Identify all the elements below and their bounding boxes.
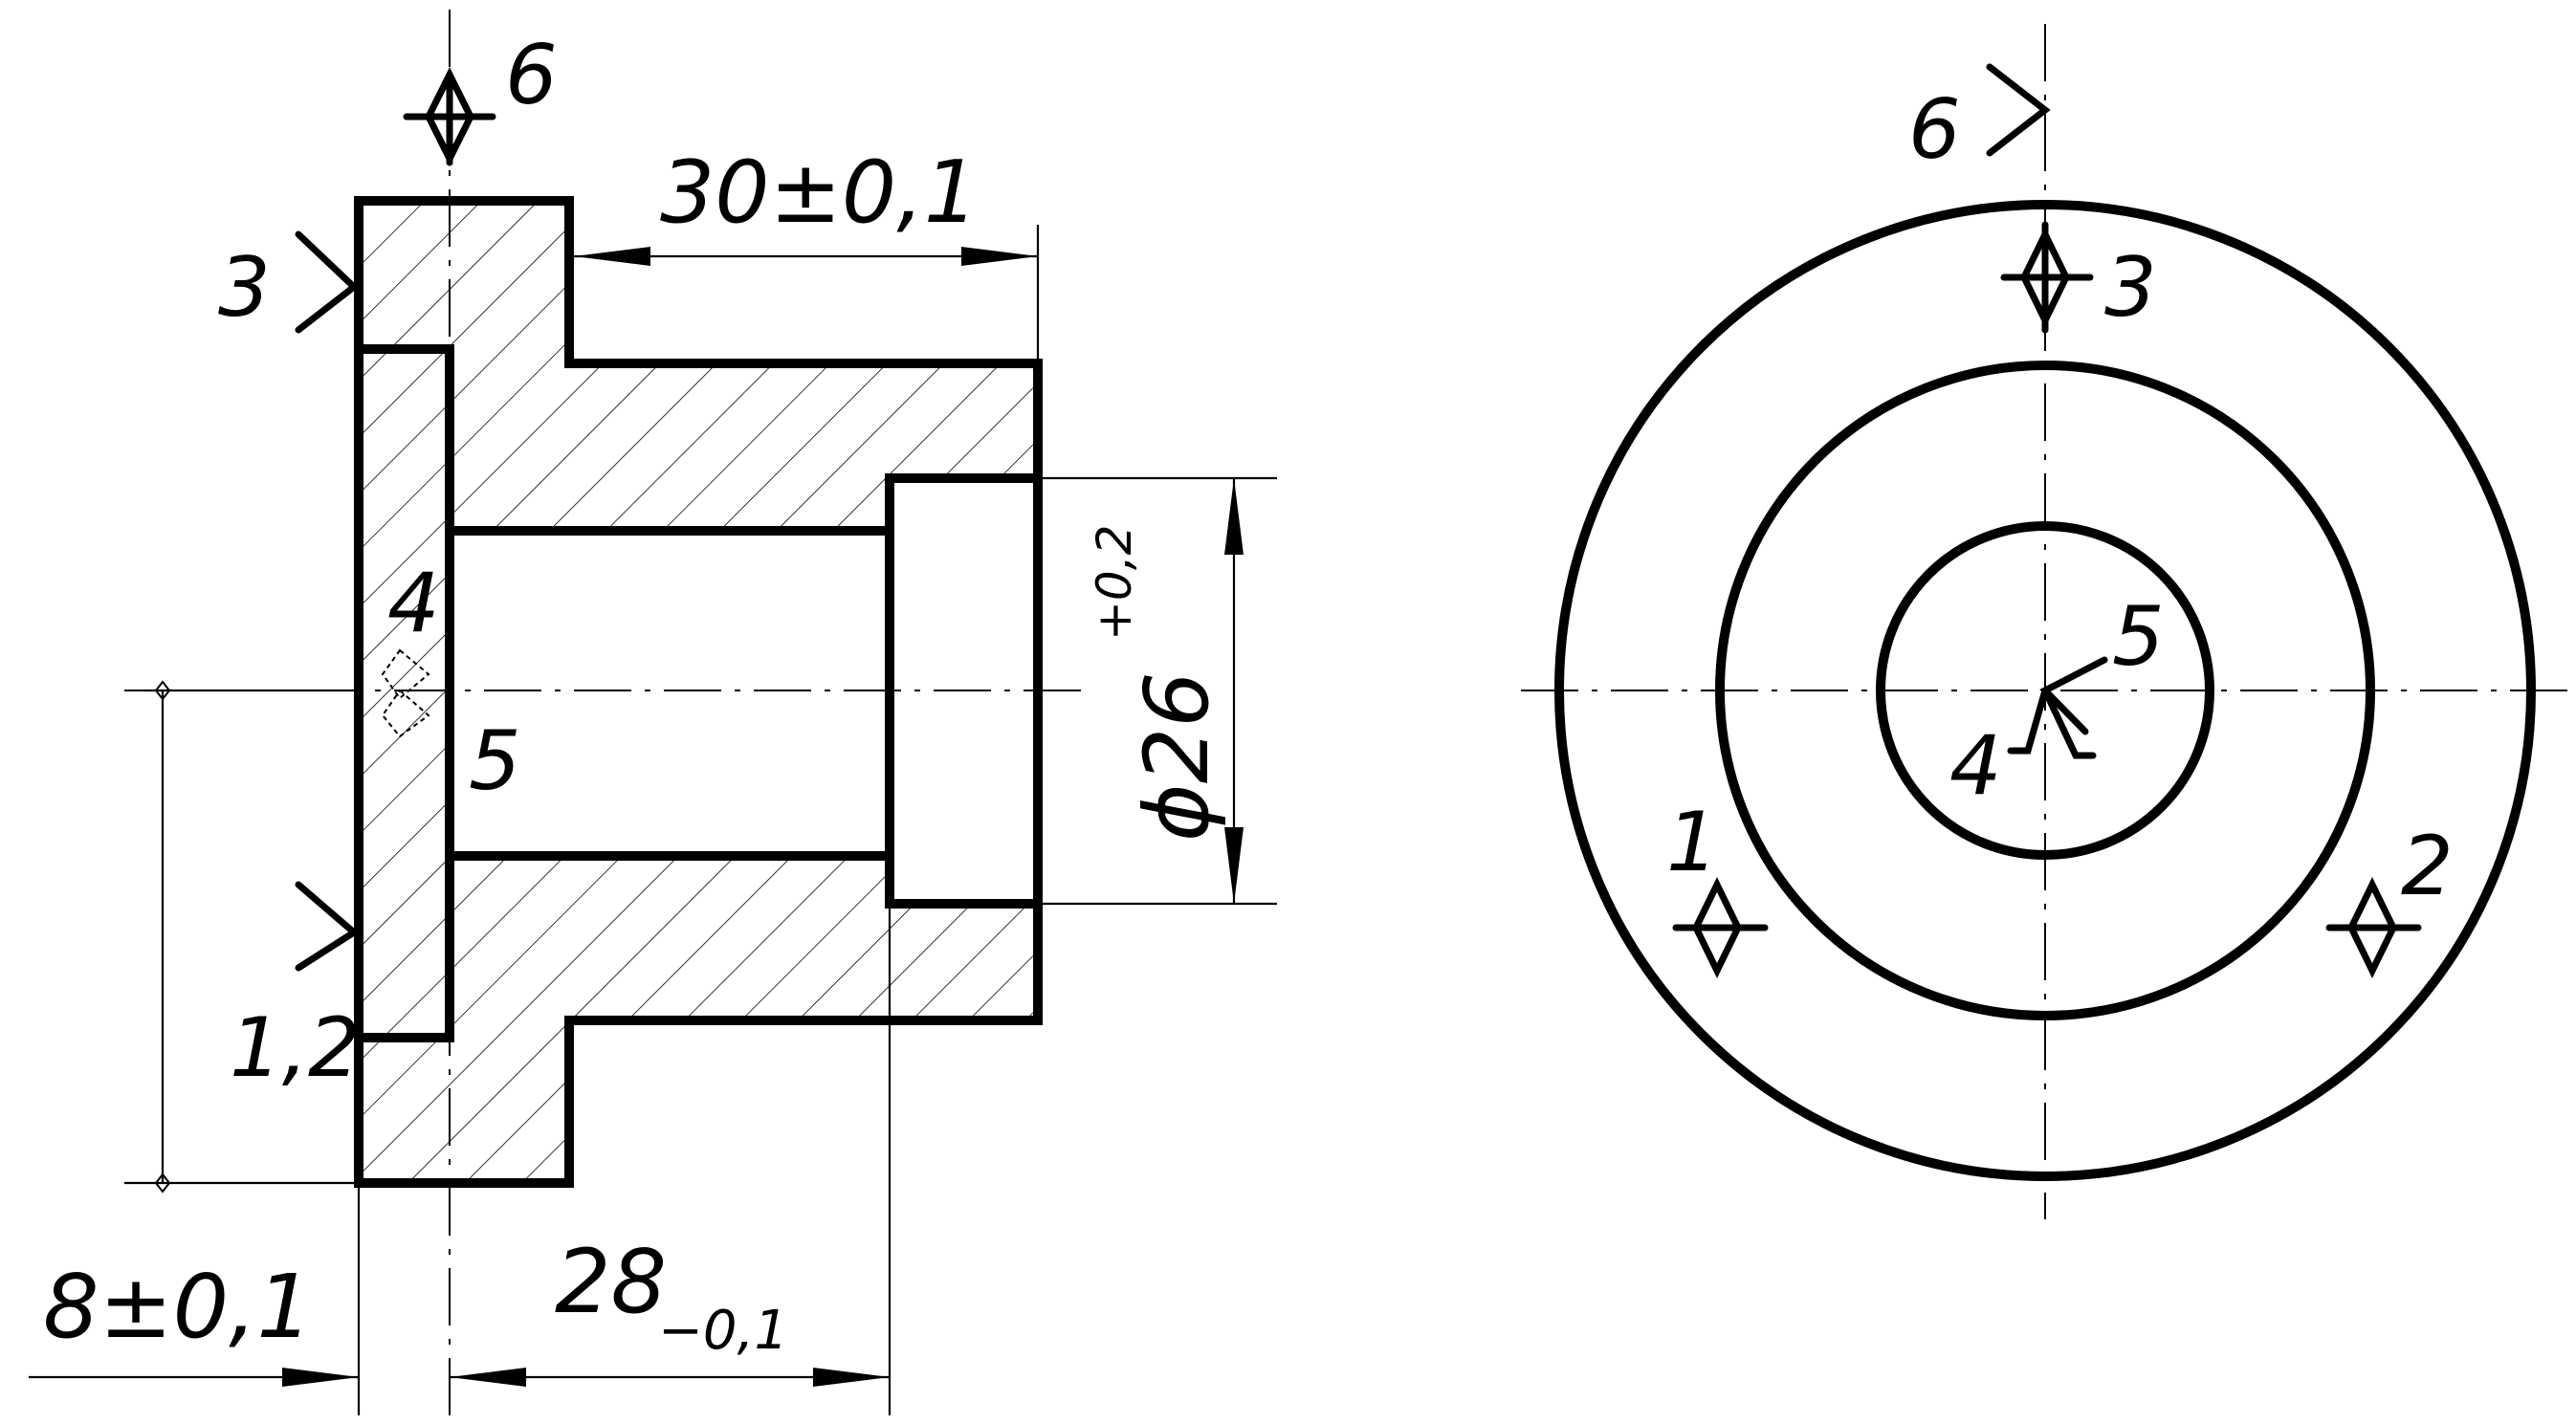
- end-label-3: 3: [2104, 240, 2157, 336]
- dimension-step-length: 30±0,1: [574, 142, 1038, 266]
- dimension-left-height: [154, 680, 171, 1194]
- end-label-1: 1: [1666, 795, 1719, 890]
- end-label-5: 5: [2112, 589, 2165, 685]
- label-flange-face: 3: [218, 240, 271, 336]
- bore-diameter-tolerance: +0,2: [1087, 525, 1142, 641]
- base-symbol-bore: 4 5: [381, 556, 521, 809]
- flange-width-label: 8±0,1: [43, 1256, 313, 1358]
- end-label-4: 4: [1949, 718, 2002, 814]
- end-label-top-datum: 6: [1908, 82, 1961, 178]
- label-top-datum: 6: [505, 28, 558, 123]
- middle-circle: [1715, 361, 2375, 1020]
- hub-length-tolerance: −0,1: [658, 1300, 788, 1362]
- extension-lines: [124, 225, 1277, 1415]
- end-base-symbol-1: 1: [1666, 795, 1769, 978]
- section-view: 30±0,1 ϕ26 +0,2 8±0,1 28 −0,1: [29, 10, 1277, 1420]
- dimension-step-length-label: 30±0,1: [660, 142, 979, 243]
- section-hatching: [359, 201, 1038, 1183]
- end-view: 6 3 5 4 1 2: [1521, 24, 2573, 1219]
- label-lower-support: 1,2: [230, 1000, 361, 1096]
- base-symbol-flange-face: 3: [218, 230, 360, 336]
- inner-circle: [1876, 521, 2214, 860]
- outer-circle: [1554, 200, 2536, 1181]
- dimension-bore-diameter: ϕ26 +0,2: [1087, 478, 1244, 904]
- label-bore-upper: 4: [387, 556, 440, 651]
- base-symbol-top-datum: 6: [403, 28, 558, 166]
- base-symbol-lower-support: 1,2: [230, 881, 361, 1096]
- end-label-2: 2: [2401, 819, 2454, 914]
- end-base-symbol-2: 2: [2325, 819, 2454, 978]
- dimension-bottom: 8±0,1 28 −0,1: [29, 1231, 890, 1387]
- end-base-symbol-3: 3: [2000, 221, 2157, 336]
- end-base-symbol-top: 6: [1908, 63, 2051, 178]
- bore-diameter-label: ϕ26: [1126, 671, 1228, 842]
- hub-length-label: 28: [555, 1231, 667, 1333]
- end-base-symbol-center: 5 4: [1949, 589, 2165, 814]
- label-bore-lower: 5: [469, 713, 521, 809]
